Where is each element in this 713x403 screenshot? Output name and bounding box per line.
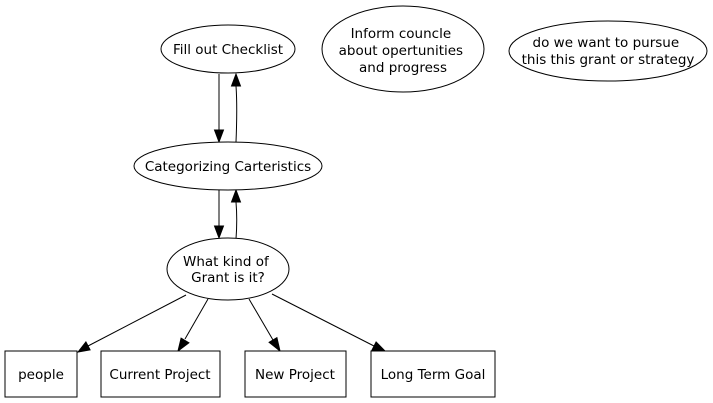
node-inform-council-label: Inform councle about opertunities and pr… xyxy=(339,26,468,76)
node-inform-council[interactable]: Inform councle about opertunities and pr… xyxy=(321,5,485,93)
edge-categorizing-to-checklist xyxy=(230,72,242,143)
node-new-project[interactable]: New Project xyxy=(244,350,347,398)
edge-grant-kind-to-long-term-goal xyxy=(271,293,387,352)
node-categorizing[interactable]: Categorizing Carteristics xyxy=(133,141,323,191)
edge-grant-kind-to-new-project xyxy=(248,298,281,353)
node-current-project[interactable]: Current Project xyxy=(100,350,221,398)
node-people[interactable]: people xyxy=(4,350,78,398)
node-fill-checklist[interactable]: Fill out Checklist xyxy=(160,24,296,74)
node-pursue-grant[interactable]: do we want to pursue this this grant or … xyxy=(508,20,708,82)
edge-grant-kind-to-people xyxy=(76,294,187,353)
node-current-project-label: Current Project xyxy=(109,367,210,383)
node-fill-checklist-label: Fill out Checklist xyxy=(173,42,283,58)
edges xyxy=(76,72,387,353)
node-pursue-grant-label: do we want to pursue this this grant or … xyxy=(522,35,695,68)
node-grant-kind[interactable]: What kind of Grant is it? xyxy=(166,237,290,301)
edge-grant-kind-to-categorizing xyxy=(230,188,242,240)
edge-grant-kind-to-current-project xyxy=(177,298,209,353)
node-categorizing-label: Categorizing Carteristics xyxy=(145,159,311,175)
node-long-term-goal-label: Long Term Goal xyxy=(381,367,486,383)
node-grant-kind-label: What kind of Grant is it? xyxy=(183,254,273,286)
edge-checklist-to-categorizing xyxy=(213,74,225,144)
node-long-term-goal[interactable]: Long Term Goal xyxy=(370,350,496,398)
edge-categorizing-to-grant-kind xyxy=(213,190,225,240)
node-new-project-label: New Project xyxy=(255,367,335,383)
node-people-label: people xyxy=(18,367,64,383)
nodes: Fill out Checklist Inform councle about … xyxy=(4,5,708,398)
